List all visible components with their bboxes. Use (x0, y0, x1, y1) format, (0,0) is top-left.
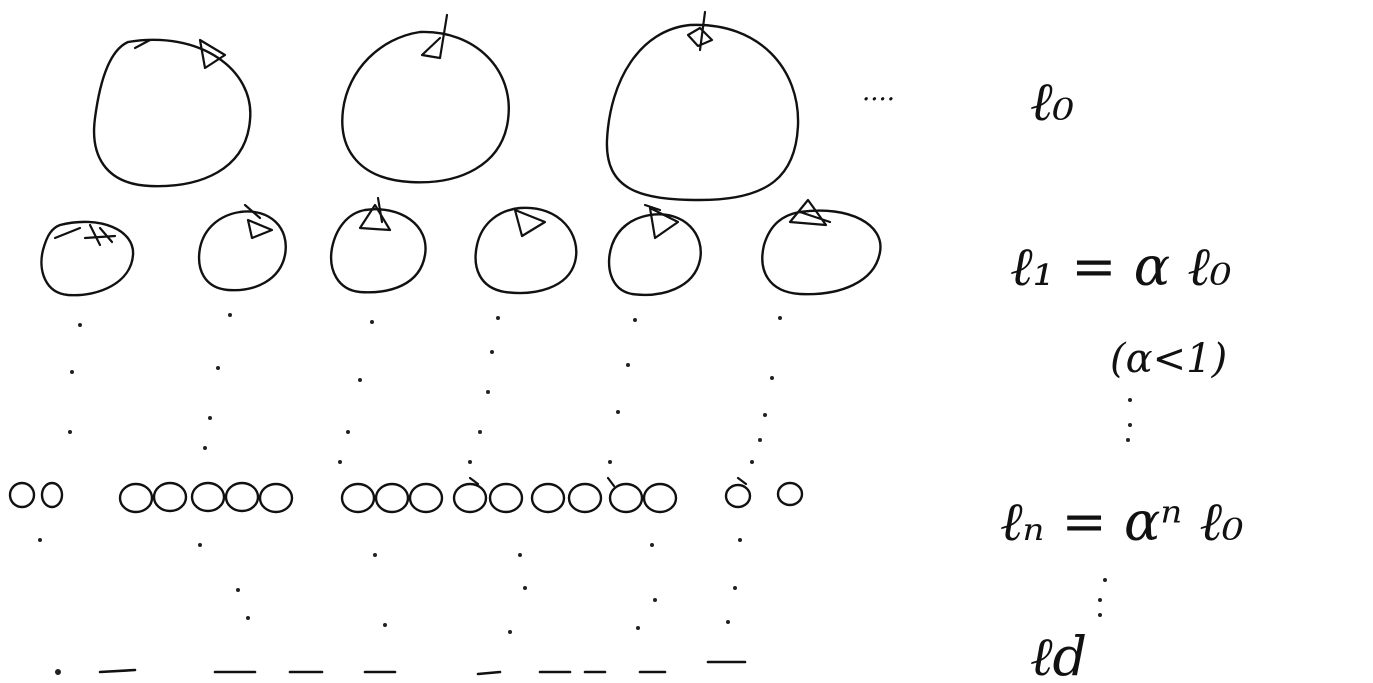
leveln-loop (608, 482, 644, 514)
level1-condition: (α<1) (1110, 336, 1227, 382)
leveln-loop (724, 483, 752, 509)
leveld-dot (55, 669, 61, 675)
leveln-loop (118, 482, 154, 514)
leveld-label: ℓd (1030, 625, 1087, 683)
leveln-loop (374, 482, 410, 514)
leveln-label: ℓₙ = αⁿ ℓ₀ (1000, 490, 1244, 553)
level1-label: ℓ₁ = α ℓ₀ (1010, 235, 1231, 298)
leveln-loop (190, 481, 226, 513)
leveld-dashes (55, 660, 747, 676)
level0-loop (92, 38, 252, 188)
level1-loops (40, 196, 882, 297)
connector-dots-lower (38, 538, 742, 634)
level1-loop (197, 203, 287, 292)
level1-loop (761, 198, 882, 296)
level1-loop (607, 203, 702, 296)
leveln-loop (776, 481, 804, 507)
leveld-dash (98, 668, 137, 674)
leveln-loop (340, 482, 376, 514)
level0-label: ℓ₀ (1030, 70, 1074, 133)
leveln-loop (642, 482, 678, 514)
leveln-loop (258, 482, 294, 514)
leveln-loop (8, 481, 36, 509)
leveln-loop (40, 481, 64, 509)
level0-loop (341, 13, 510, 184)
level0-ellipsis: .... (862, 77, 895, 107)
leveln-loop (152, 481, 188, 513)
leveln-loop (224, 481, 260, 513)
level1-loop (40, 220, 135, 297)
level1-loop (329, 196, 427, 294)
leveln-loop (488, 482, 524, 514)
leveln-loop (452, 482, 488, 514)
leveln-loop (567, 482, 603, 514)
level-labels: ℓ₀ ℓ₁ = α ℓ₀ (α<1) ℓₙ = αⁿ ℓ₀ ℓd (1000, 70, 1244, 683)
leveln-loop (530, 482, 566, 514)
level0-loop (605, 10, 800, 202)
level1-loop (474, 206, 578, 295)
connector-dots-upper (68, 313, 782, 464)
level0-loops: .... (92, 10, 895, 202)
leveln-loop (408, 482, 444, 514)
leveld-dash (476, 670, 502, 676)
leveln-loops (8, 476, 804, 514)
